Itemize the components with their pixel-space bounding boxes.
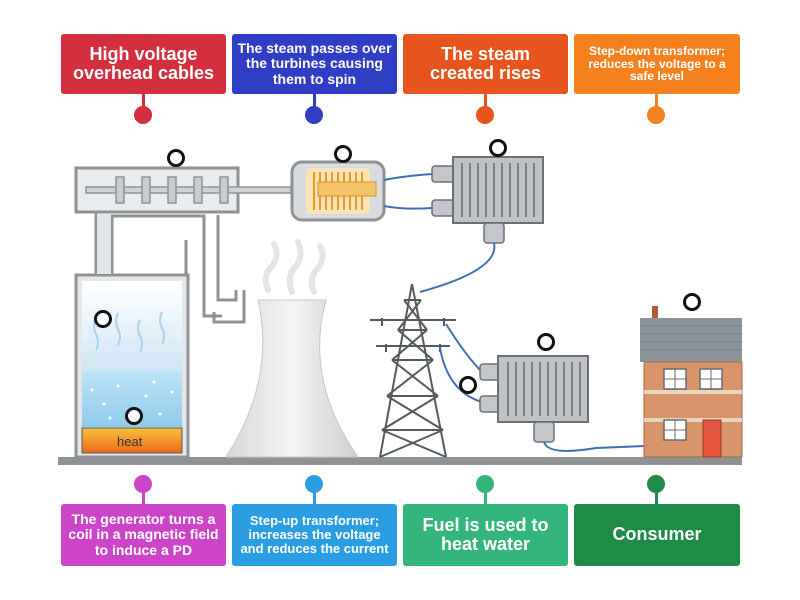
pin-steam-passes[interactable]: [305, 106, 323, 124]
marker-step-up-transformer[interactable]: [489, 139, 507, 157]
marker-boiler-steam[interactable]: [94, 310, 112, 328]
step-up-transformer: [419, 156, 544, 293]
pin-fuel[interactable]: [476, 475, 494, 493]
marker-pylon-cables[interactable]: [459, 376, 477, 394]
pin-stem-steam-rises: [484, 94, 487, 108]
pin-step-down[interactable]: [647, 106, 665, 124]
label-step-up[interactable]: Step-up transformer; increases the volta…: [232, 504, 397, 566]
pylon: [370, 283, 456, 458]
marker-step-down-transformer[interactable]: [537, 333, 555, 351]
pin-consumer[interactable]: [647, 475, 665, 493]
pin-high-voltage[interactable]: [134, 106, 152, 124]
generator-cables: [383, 173, 433, 210]
pin-steam-rises[interactable]: [476, 106, 494, 124]
boiler: [74, 273, 190, 459]
pin-stem-generator: [142, 491, 145, 505]
ground-line: [58, 457, 742, 465]
steam-pipe-fill: [97, 214, 111, 274]
pin-stem-step-up: [313, 491, 316, 505]
label-steam-passes[interactable]: The steam passes over the turbines causi…: [232, 34, 397, 94]
pin-stem-high-voltage: [142, 94, 145, 108]
pin-generator[interactable]: [134, 475, 152, 493]
label-step-down[interactable]: Step-down transformer; reduces the volta…: [574, 34, 740, 94]
marker-steam-header[interactable]: [167, 149, 185, 167]
label-consumer[interactable]: Consumer: [574, 504, 740, 566]
pin-stem-fuel: [484, 491, 487, 505]
steam-header: [74, 166, 292, 214]
pin-step-up[interactable]: [305, 475, 323, 493]
pin-stem-steam-passes: [313, 94, 316, 108]
step-down-transformer: [479, 355, 645, 452]
steam-pipes: [94, 210, 246, 324]
label-generator[interactable]: The generator turns a coil in a magnetic…: [61, 504, 226, 566]
house: [640, 306, 743, 458]
marker-generator[interactable]: [334, 145, 352, 163]
marker-house[interactable]: [683, 293, 701, 311]
marker-boiler-water[interactable]: [125, 407, 143, 425]
label-steam-rises[interactable]: The steam created rises: [403, 34, 568, 94]
cooling-tower: [225, 239, 359, 458]
label-fuel[interactable]: Fuel is used to heat water: [403, 504, 568, 566]
pin-stem-consumer: [655, 491, 658, 505]
heat-text: heat: [117, 434, 143, 449]
pin-stem-step-down: [655, 94, 658, 108]
label-high-voltage[interactable]: High voltage overhead cables: [61, 34, 226, 94]
generator: [290, 160, 386, 222]
